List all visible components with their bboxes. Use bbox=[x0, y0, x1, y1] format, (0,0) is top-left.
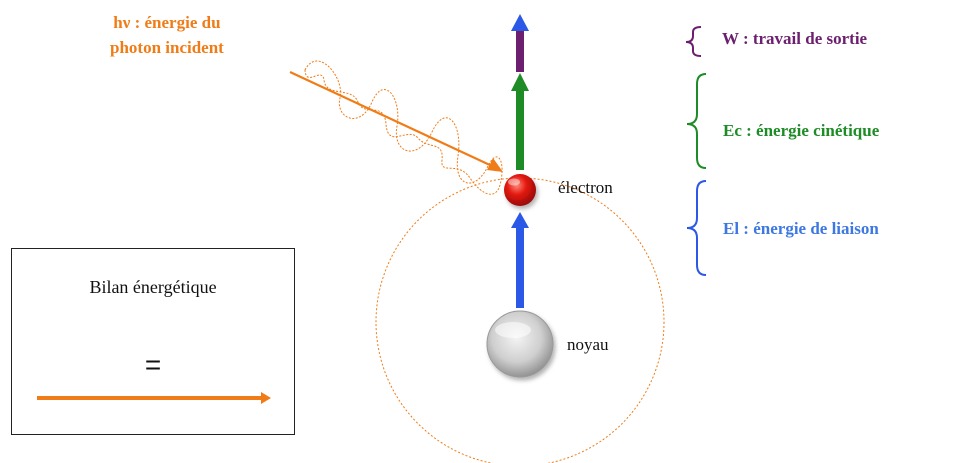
kinetic-energy-brace bbox=[687, 74, 706, 168]
work-function-label: W : travail de sortie bbox=[722, 29, 867, 49]
kinetic-energy-label: Ec : énergie cinétique bbox=[723, 121, 879, 141]
electron-highlight bbox=[508, 179, 520, 186]
binding-energy-arrow-head bbox=[511, 212, 529, 228]
work-function-arrow bbox=[516, 30, 524, 72]
nucleus-label: noyau bbox=[567, 335, 609, 355]
binding-energy-arrow bbox=[516, 226, 524, 308]
electron bbox=[504, 174, 536, 206]
energy-balance-box: Bilan énergétique = bbox=[11, 248, 295, 435]
work-function-arrow-head bbox=[511, 14, 529, 31]
equals-sign: = bbox=[12, 349, 294, 381]
binding-energy-brace bbox=[687, 181, 706, 275]
photon-label-line1: hν : énergie du bbox=[110, 10, 224, 35]
photon-arrow bbox=[290, 72, 492, 166]
nucleus bbox=[487, 311, 553, 377]
photon-wave bbox=[305, 61, 502, 194]
photon-label-line2: photon incident bbox=[110, 35, 224, 60]
energy-balance-title: Bilan énergétique bbox=[12, 277, 294, 298]
work-function-brace bbox=[686, 27, 701, 56]
kinetic-energy-arrow-head bbox=[511, 73, 529, 91]
kinetic-energy-arrow bbox=[516, 90, 524, 170]
nucleus-highlight bbox=[495, 322, 531, 338]
photon-energy-label: hν : énergie du photon incident bbox=[110, 10, 224, 60]
electron-label: électron bbox=[558, 178, 613, 198]
binding-energy-label: El : énergie de liaison bbox=[723, 219, 879, 239]
